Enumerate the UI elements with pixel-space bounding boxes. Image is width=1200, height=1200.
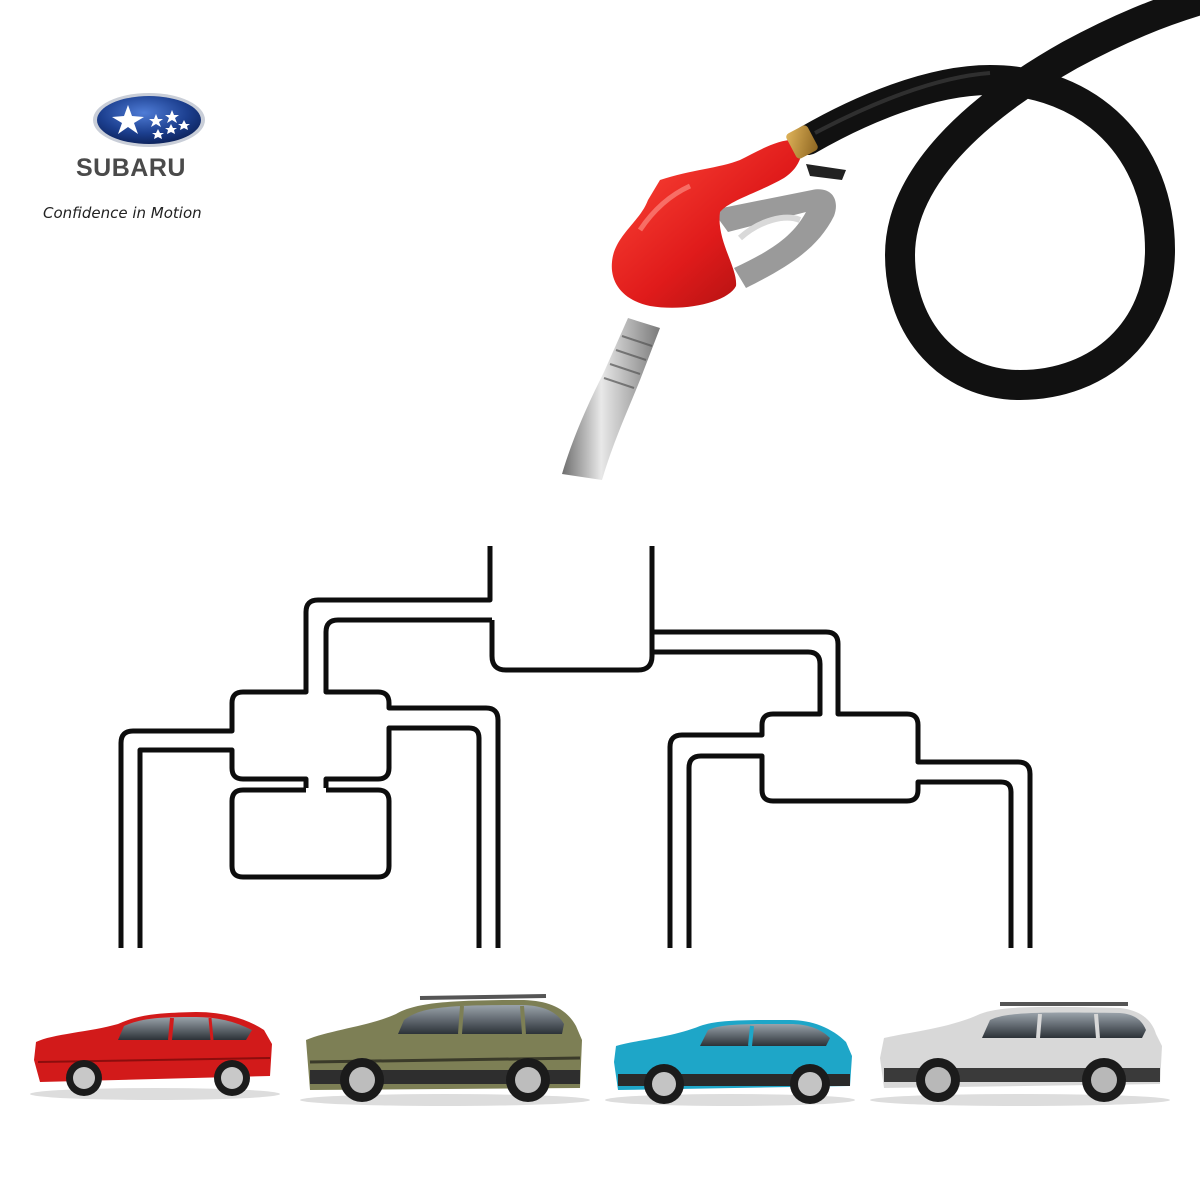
fuel-hose xyxy=(793,0,1200,401)
car-green-suv xyxy=(300,994,590,1106)
subaru-stars-icon xyxy=(93,93,205,147)
fuel-nozzle-icon xyxy=(562,125,846,480)
brand-tagline: Confidence in Motion xyxy=(43,204,202,222)
car-blue-crossover xyxy=(605,1020,855,1106)
fuel-pipe-network xyxy=(118,546,1033,948)
brand-name: SUBARU xyxy=(76,154,186,182)
car-silver-wagon xyxy=(870,1002,1170,1106)
car-red-hatchback xyxy=(30,1012,280,1100)
brand-logo: SUBARU Confidence in Motion xyxy=(40,92,256,222)
